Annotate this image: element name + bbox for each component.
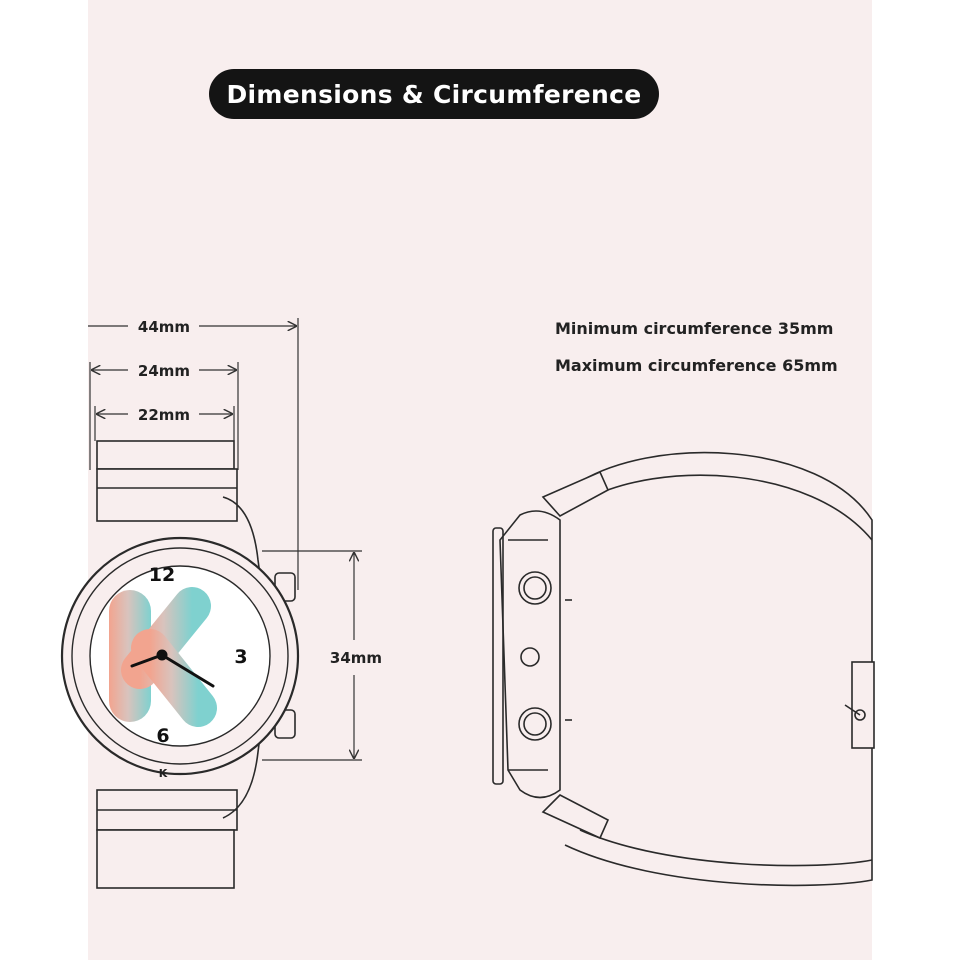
strap-buckle xyxy=(851,661,875,749)
side-watch xyxy=(492,451,875,887)
dial-number-3: 3 xyxy=(234,646,247,668)
upper-strap-lug xyxy=(96,468,238,522)
dial-brand-mark: K xyxy=(159,767,168,780)
side-button-middle xyxy=(520,647,540,667)
max-circumference-text: Maximum circumference 65mm xyxy=(555,356,838,375)
bezel-inner xyxy=(71,547,289,765)
dial-number-12: 12 xyxy=(149,564,175,586)
upper-strap xyxy=(96,440,235,470)
dim-label-34mm: 34mm xyxy=(330,649,382,667)
watch-hands xyxy=(130,649,215,688)
lower-strap xyxy=(96,829,235,889)
strap-loop-outer xyxy=(564,451,873,887)
dim-label-24mm: 24mm xyxy=(138,362,190,380)
dial-number-6: 6 xyxy=(156,725,169,747)
page-title: Dimensions & Circumference xyxy=(226,79,642,109)
strap-loop-inner xyxy=(584,474,873,541)
min-circumference-text: Minimum circumference 35mm xyxy=(555,319,834,338)
dim-label-22mm: 22mm xyxy=(138,406,190,424)
dim-label-44mm: 44mm xyxy=(138,318,190,336)
dimension-lines xyxy=(88,318,362,761)
title-banner: Dimensions & Circumference xyxy=(209,69,659,119)
